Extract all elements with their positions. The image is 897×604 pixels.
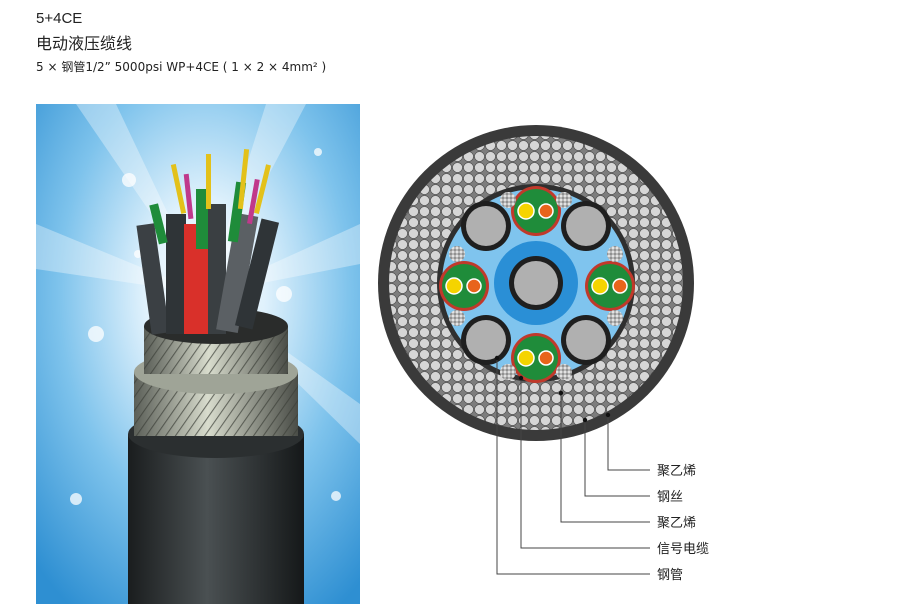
fine-wire-fillers (449, 192, 623, 380)
label-steel-wire: 钢丝 (657, 490, 683, 505)
product-name: 电动液压缆线 (36, 34, 133, 53)
signal-cable (585, 261, 635, 311)
steel-tube (566, 206, 606, 246)
leader-line (496, 358, 650, 575)
steel-tube (466, 206, 506, 246)
signal-cables (439, 186, 635, 383)
leader-line (607, 415, 650, 471)
leader-line (560, 393, 650, 523)
label-steel-tube: 钢管 (657, 568, 683, 583)
signal-cable (511, 186, 561, 236)
label-signal-cable: 信号电缆 (657, 541, 709, 557)
cable-cross-section (378, 125, 694, 441)
header: 5+4CE 电动液压缆线 5 × 钢管1/2” 5000psi WP+4CE (… (36, 10, 326, 75)
cross-section-diagram: 聚乙烯 钢丝 聚乙烯 信号电缆 钢管 (378, 125, 709, 583)
label-outer-polyethylene: 聚乙烯 (657, 464, 696, 479)
component-labels: 聚乙烯 钢丝 聚乙烯 信号电缆 钢管 (657, 464, 709, 583)
signal-cable (511, 333, 561, 383)
steel-tube (566, 320, 606, 360)
leader-line (520, 378, 650, 549)
leader-dots (494, 355, 611, 423)
steel-tube (514, 261, 558, 305)
product-spec: 5 × 钢管1/2” 5000psi WP+4CE ( 1 × 2 × 4mm²… (36, 60, 327, 74)
steel-tubes (461, 201, 611, 365)
label-inner-polyethylene: 聚乙烯 (657, 516, 696, 531)
steel-tube (466, 320, 506, 360)
cable-cutaway-photo (36, 104, 360, 604)
product-code: 5+4CE (36, 10, 83, 27)
signal-cable (439, 261, 489, 311)
leader-line (584, 420, 650, 497)
leader-lines (496, 358, 650, 575)
